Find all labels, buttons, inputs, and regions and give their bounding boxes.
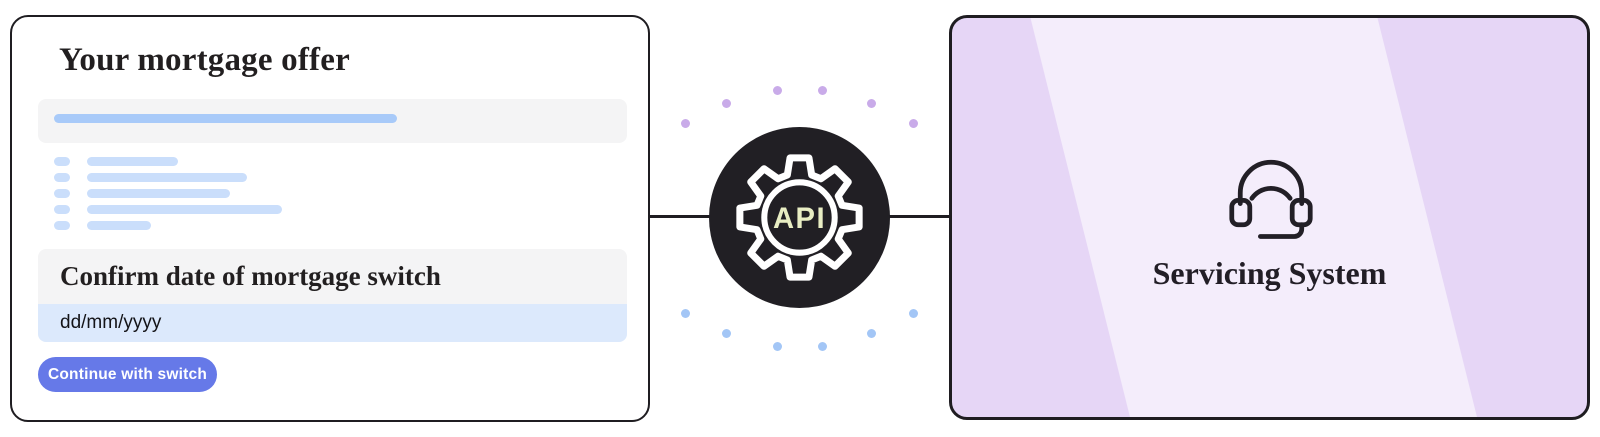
skeleton-bullet xyxy=(54,189,70,198)
skeleton-bar xyxy=(87,221,151,230)
servicing-system-card: Servicing System xyxy=(949,15,1590,420)
connector-dot xyxy=(772,341,782,351)
connector-dot xyxy=(772,85,782,95)
gear-icon: API xyxy=(736,154,863,281)
connector-dot xyxy=(817,85,827,95)
connector-dot xyxy=(908,118,918,128)
continue-with-switch-button[interactable]: Continue with switch xyxy=(38,357,217,392)
confirm-date-heading: Confirm date of mortgage switch xyxy=(38,249,627,304)
connector-dot xyxy=(680,308,690,318)
mortgage-offer-card: Your mortgage offer Confirm date of mort… xyxy=(10,15,650,422)
summary-panel xyxy=(38,99,627,143)
skeleton-bullet xyxy=(54,205,70,214)
skeleton-bar xyxy=(87,173,247,182)
confirm-date-section: Confirm date of mortgage switch xyxy=(38,249,627,342)
connector-dot xyxy=(721,98,731,108)
headset-icon xyxy=(1218,140,1324,246)
connector-dot xyxy=(680,118,690,128)
skeleton-bullet xyxy=(54,173,70,182)
skeleton-bar xyxy=(87,189,230,198)
connector-dot xyxy=(721,328,731,338)
skeleton-bar-strong xyxy=(54,114,397,123)
switch-date-input[interactable] xyxy=(38,304,627,342)
connector-dot xyxy=(866,98,876,108)
skeleton-bar xyxy=(87,205,282,214)
api-badge-label: API xyxy=(773,203,826,235)
api-badge: API xyxy=(709,127,890,308)
skeleton-bar xyxy=(87,157,178,166)
connector-dot xyxy=(908,308,918,318)
connector-dot xyxy=(866,328,876,338)
servicing-system-title: Servicing System xyxy=(1152,255,1387,291)
mortgage-offer-title: Your mortgage offer xyxy=(59,42,350,78)
skeleton-bullet xyxy=(54,221,70,230)
connector-dot xyxy=(817,341,827,351)
skeleton-bullet xyxy=(54,157,70,166)
